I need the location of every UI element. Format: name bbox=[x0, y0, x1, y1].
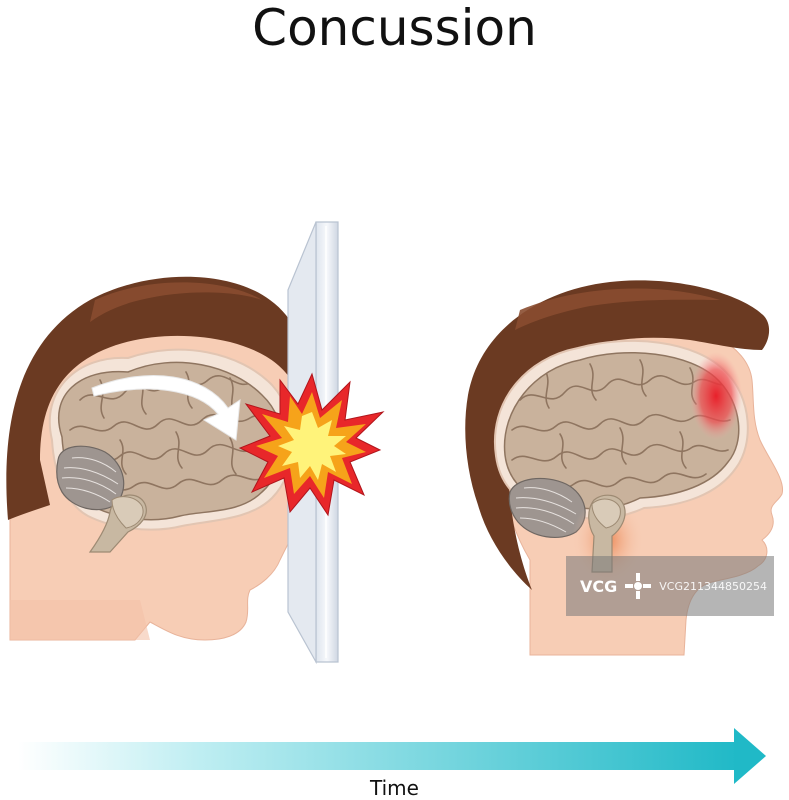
watermark: VCG VCG211344850254 bbox=[566, 556, 774, 616]
time-arrow-icon bbox=[18, 728, 766, 784]
time-label: Time bbox=[370, 776, 419, 800]
watermark-logo-icon bbox=[625, 573, 652, 599]
motion-arrow-icon bbox=[91, 375, 241, 441]
diagram-title: Concussion bbox=[252, 0, 537, 57]
injury-area bbox=[690, 352, 742, 440]
right-hair bbox=[465, 280, 770, 590]
explosion-icon bbox=[238, 372, 385, 517]
left-head bbox=[6, 276, 308, 641]
left-hair bbox=[6, 276, 308, 520]
watermark-mark: VCG bbox=[580, 576, 618, 596]
watermark-id: VCG211344850254 bbox=[659, 579, 767, 593]
